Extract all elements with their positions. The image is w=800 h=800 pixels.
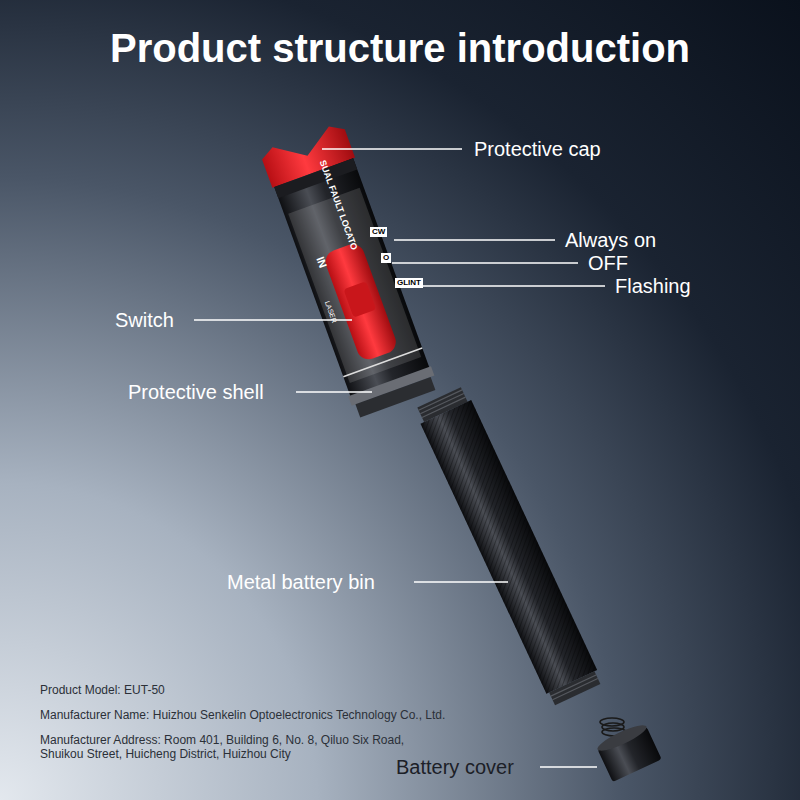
- product-info: Manufacturer Name: Huizhou Senkelin Opto…: [40, 709, 445, 723]
- device-print: SUAL FAULT LOCATO: [317, 159, 359, 252]
- leader-lines: [194, 149, 605, 767]
- switch-mark: GLINT: [395, 278, 423, 287]
- battery-cover: [595, 721, 662, 782]
- device-print: LASER: [322, 300, 337, 324]
- part-label: Protective cap: [474, 138, 601, 161]
- mode-label: Always on: [565, 229, 656, 252]
- part-label: Metal battery bin: [227, 571, 375, 594]
- device-print: IN: [313, 255, 329, 270]
- product-info: Manufacturer Address: Room 401, Building…: [40, 734, 450, 762]
- switch-mark: O: [381, 253, 391, 262]
- part-label: Switch: [115, 309, 174, 332]
- part-label: Protective shell: [128, 381, 264, 404]
- battery-bin: [414, 385, 603, 706]
- mode-label: OFF: [588, 252, 628, 275]
- pen-head: [259, 122, 439, 419]
- part-label: Battery cover: [396, 756, 514, 779]
- title: Product structure introduction: [110, 25, 690, 71]
- switch-mark: CW: [370, 227, 387, 236]
- product-info: Product Model: EUT-50: [40, 684, 165, 698]
- mode-label: Flashing: [615, 275, 691, 298]
